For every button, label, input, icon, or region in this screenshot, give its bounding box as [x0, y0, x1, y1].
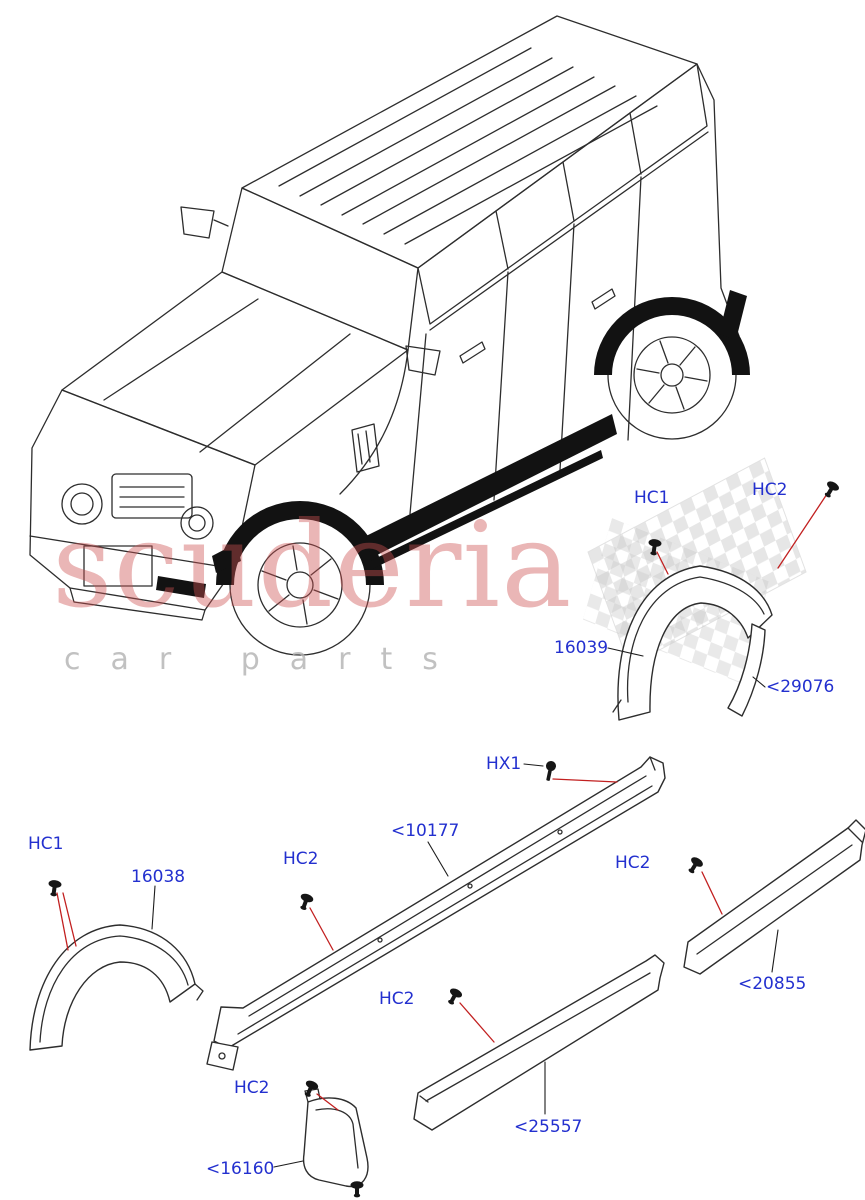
- label-hx1: HX1: [486, 754, 522, 774]
- grille: [111, 473, 193, 519]
- beltline: [429, 131, 709, 331]
- part-25557-body-side-trim: [413, 954, 665, 1131]
- roof-ribs: [278, 47, 658, 245]
- left-headlight: [61, 483, 103, 525]
- label-hc2-top: HC2: [752, 480, 788, 500]
- door-seams: [409, 176, 642, 515]
- red-leader-lines: [56, 493, 828, 1111]
- grille-slats: [119, 486, 185, 508]
- label-20855: <20855: [738, 974, 807, 994]
- clip-fastener-hc1-left: [46, 879, 62, 898]
- rear-quarter-moulding: [719, 290, 747, 340]
- sill-moulding-line: [368, 450, 603, 570]
- side-moulding-band: [366, 414, 617, 558]
- right-headlight: [180, 506, 214, 540]
- left-mirror: [180, 206, 229, 239]
- license-plate: [83, 545, 153, 587]
- label-hc2-bottom: HC2: [234, 1078, 270, 1098]
- windshield: [221, 187, 419, 351]
- label-hc1-left: HC1: [28, 834, 64, 854]
- part-16160-end-finisher: [302, 1088, 369, 1188]
- label-16160: <16160: [206, 1159, 275, 1179]
- label-16038: 16038: [131, 867, 186, 887]
- label-16039: 16039: [554, 638, 609, 658]
- fender-vent: [351, 423, 380, 473]
- part-20855-body-side-trim: [683, 819, 865, 975]
- label-25557: <25557: [514, 1117, 583, 1137]
- label-29076: <29076: [766, 677, 835, 697]
- label-10177: <10177: [391, 821, 460, 841]
- front-arch-moulding: [216, 501, 384, 585]
- right-mirror: [405, 345, 441, 376]
- left-headlight-inner: [70, 492, 94, 516]
- vehicle-drawing: [29, 15, 750, 656]
- part-10177-sill-moulding: [206, 756, 666, 1071]
- front-bumper: [29, 535, 231, 621]
- window-pillars: [495, 112, 642, 270]
- door-handles: [459, 288, 616, 364]
- bumper-vent: [156, 576, 206, 598]
- clip-fastener-hc2-right: [684, 855, 705, 876]
- side-windows: [417, 63, 708, 325]
- label-hc2-right: HC2: [615, 853, 651, 873]
- hood-creases: [103, 298, 351, 453]
- front-fender-line: [339, 349, 409, 495]
- hood: [61, 271, 409, 466]
- right-headlight-inner: [188, 514, 206, 532]
- label-hc2-left: HC2: [283, 849, 319, 869]
- part-16038-wheel-arch-trim: [29, 924, 204, 1051]
- front-moulding-nub: [212, 543, 241, 573]
- label-hc1-top: HC1: [634, 488, 670, 508]
- front-face: [29, 389, 256, 611]
- black-leader-lines: [151, 647, 779, 1168]
- clip-fastener-hc2-left: [296, 892, 315, 912]
- part-29076-arch-finisher: [727, 623, 766, 717]
- part-16039-wheel-arch-trim: [612, 565, 773, 721]
- clip-fastener-16160: [350, 1181, 364, 1198]
- clip-fastener-hc2-top: [821, 479, 841, 500]
- rear-arch-moulding: [594, 297, 750, 375]
- label-hc2-mid: HC2: [379, 989, 415, 1009]
